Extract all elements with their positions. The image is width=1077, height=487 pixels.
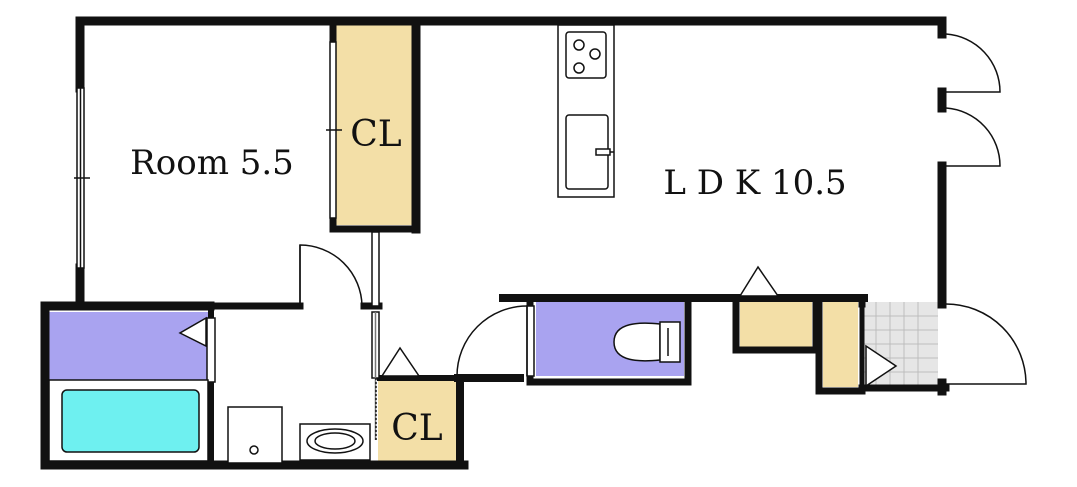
- toilet-door-frame: [526, 305, 535, 377]
- door-swings: [299, 33, 1027, 385]
- window-closet: [326, 41, 342, 219]
- bathtub: [48, 379, 209, 462]
- bathroom-upper-fill: [49, 312, 208, 380]
- bath-partition: [206, 317, 216, 383]
- shoe-closet-fill: [823, 302, 858, 387]
- ldk-label: L D K 10.5: [663, 163, 846, 203]
- closet-lower-label: CL: [391, 408, 443, 449]
- sliding-door-washroom: [371, 231, 380, 440]
- washroom-fixtures: [227, 406, 371, 464]
- room-label: Room 5.5: [130, 143, 294, 183]
- closet-upper-fill: [336, 25, 412, 225]
- toilet: [613, 321, 681, 363]
- kitchen-counter: [557, 24, 615, 198]
- storage-small-fill: [740, 302, 812, 348]
- closet-upper-label: CL: [350, 114, 402, 155]
- closet-lower-fill: [378, 380, 456, 462]
- door-markers: [178, 265, 898, 388]
- walls: [40, 16, 950, 470]
- window-room-left: [74, 87, 90, 269]
